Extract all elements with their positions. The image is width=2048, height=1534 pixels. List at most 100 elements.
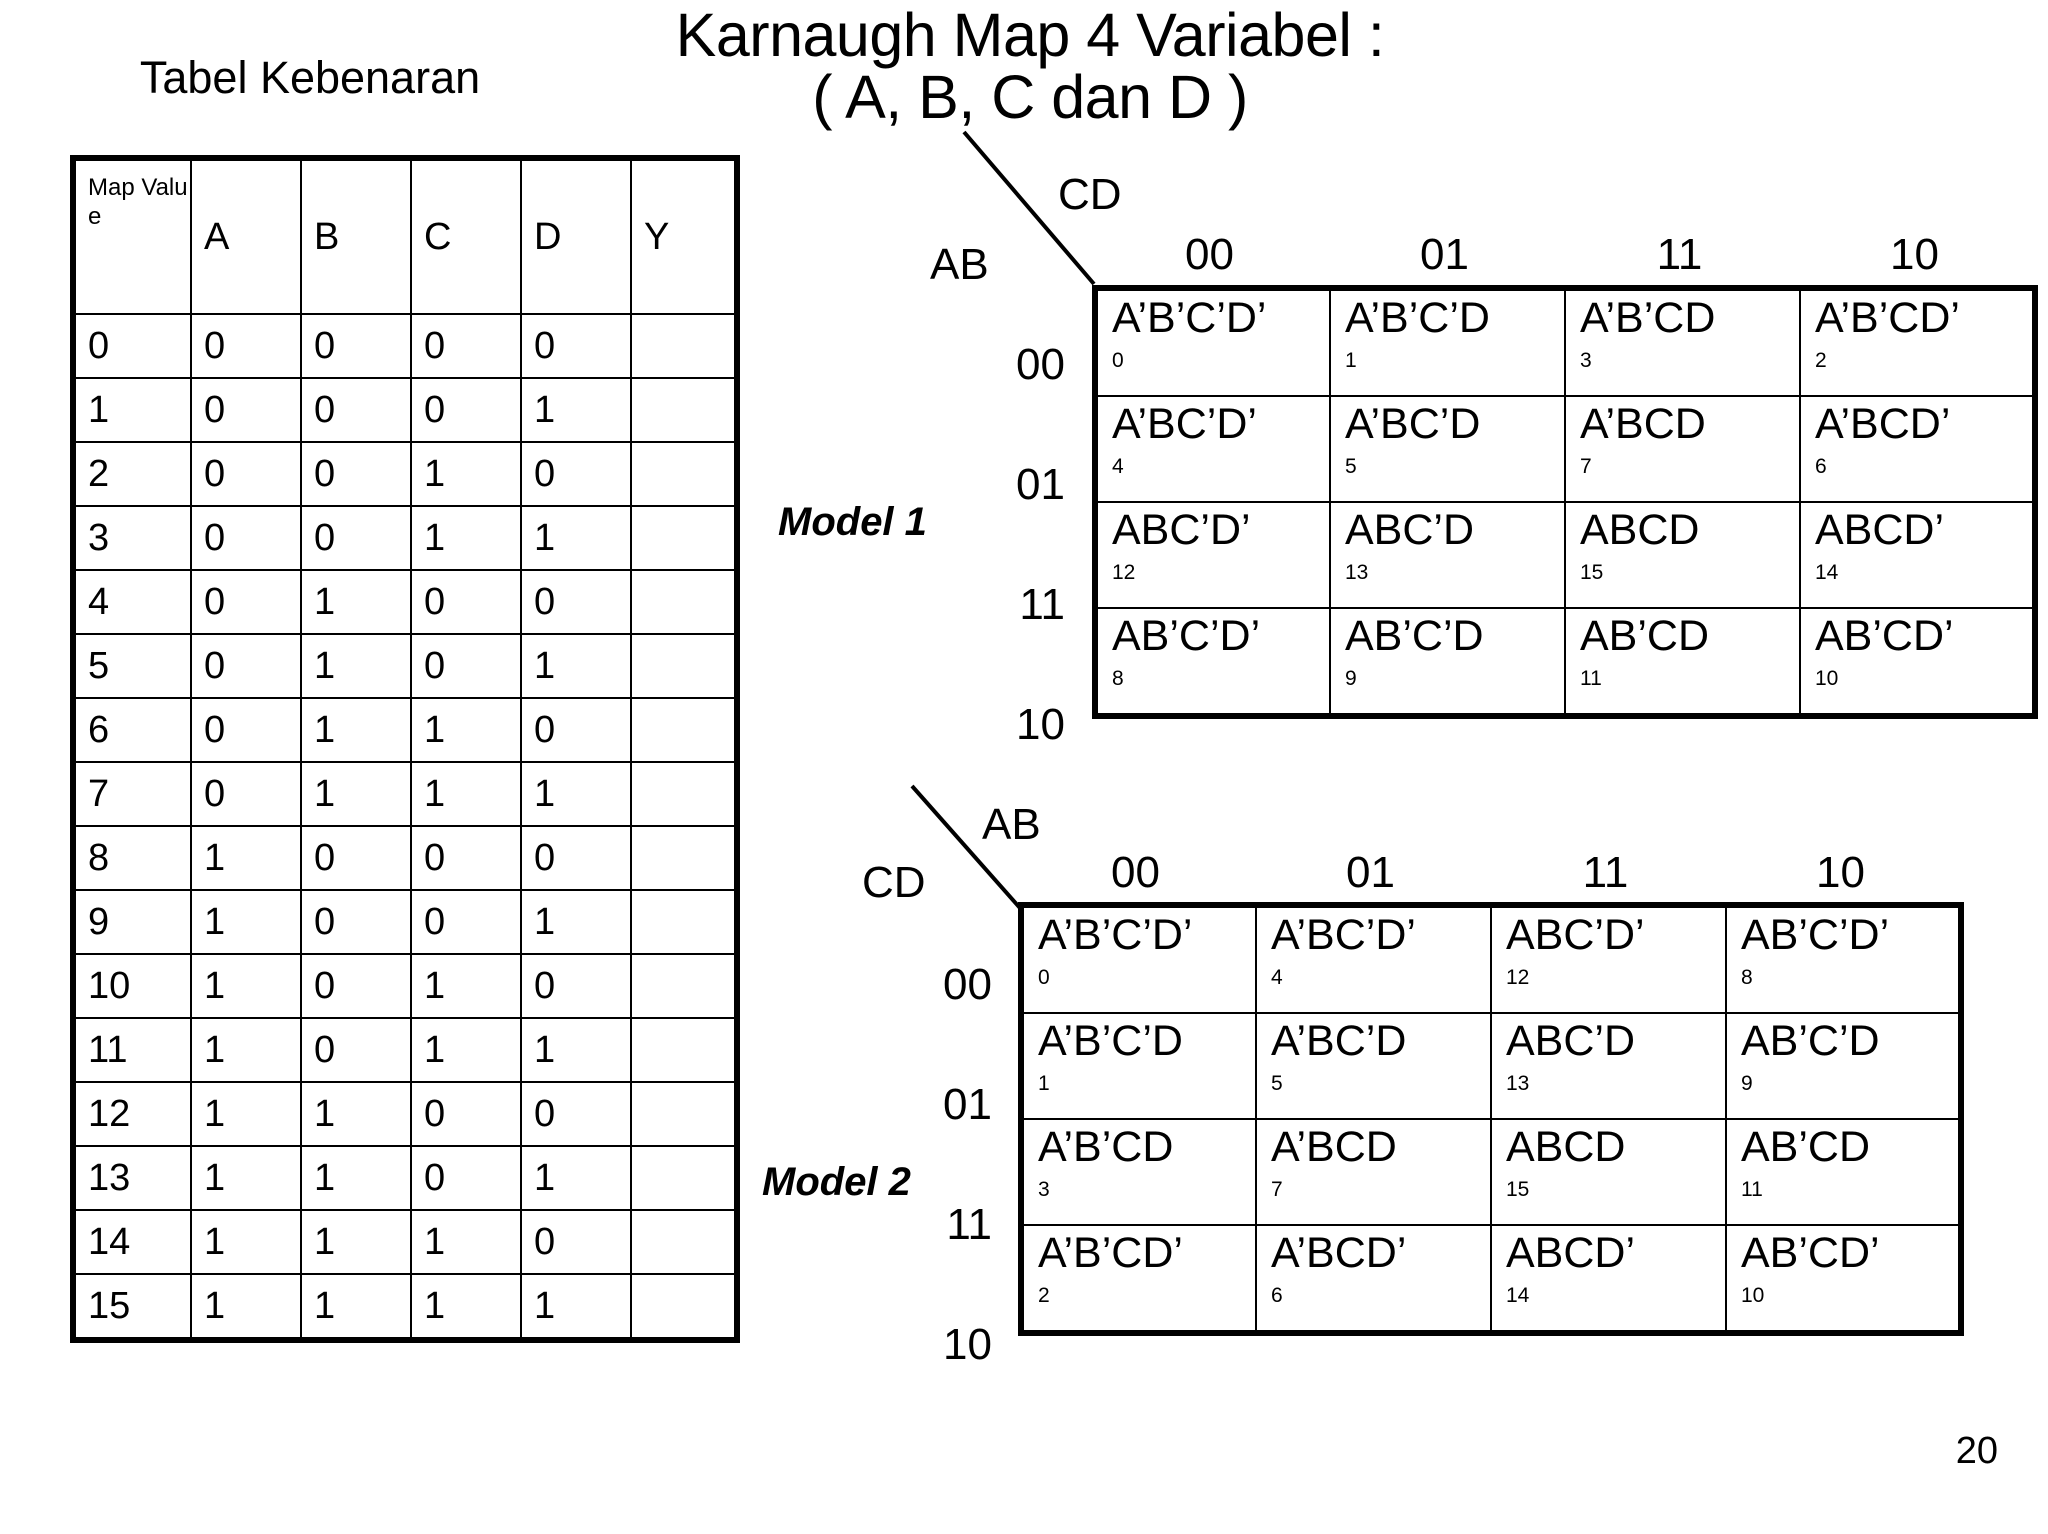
cell-a: 0 — [190, 633, 302, 699]
cell-a: 1 — [190, 1273, 302, 1341]
kmap-model-1-col-axis-label: CD — [1058, 170, 1122, 219]
column-header-d: D — [520, 157, 632, 315]
cell-d: 1 — [520, 1017, 632, 1083]
kmap-cell-minterm-index: 7 — [1580, 455, 1592, 478]
kmap-cell-term: A’BC’D — [1271, 1017, 1407, 1065]
kmap-model-2-col-axis-label: AB — [982, 800, 1041, 849]
kmap-model-1-label: Model 1 — [778, 500, 927, 544]
kmap-model-2-label: Model 2 — [762, 1160, 911, 1204]
cell-d: 0 — [520, 441, 632, 507]
kmap-cell-minterm-index: 12 — [1506, 966, 1530, 989]
cell-y — [630, 761, 738, 827]
cell-b: 1 — [300, 1273, 412, 1341]
cell-c: 1 — [410, 1209, 522, 1275]
cell-d: 1 — [520, 1145, 632, 1211]
kmap-model-1-axis-divider-icon — [962, 130, 1096, 286]
truth-table-header-row: Map Value A B C D Y — [72, 157, 738, 315]
cell-y — [630, 1209, 738, 1275]
cell-map-value: 0 — [72, 313, 192, 379]
kmap-cell-minterm-index: 4 — [1271, 966, 1283, 989]
kmap-cell: A’B’CD’2 — [1020, 1224, 1257, 1334]
cell-c: 1 — [410, 1017, 522, 1083]
cell-d: 1 — [520, 633, 632, 699]
cell-b: 0 — [300, 505, 412, 571]
kmap-model-2-row-header-2: 11 — [946, 1200, 992, 1249]
cell-d: 0 — [520, 1081, 632, 1147]
kmap-model-1-row-header-2: 11 — [1019, 580, 1065, 629]
kmap-model-2-row-header-1: 01 — [943, 1080, 992, 1129]
cell-a: 0 — [190, 569, 302, 635]
kmap-cell: A’B’C’D’0 — [1094, 287, 1331, 397]
cell-map-value: 1 — [72, 377, 192, 443]
cell-d: 0 — [520, 825, 632, 891]
cell-a: 1 — [190, 1145, 302, 1211]
cell-c: 1 — [410, 1273, 522, 1341]
kmap-cell-minterm-index: 3 — [1038, 1178, 1050, 1201]
cell-a: 0 — [190, 761, 302, 827]
cell-c: 1 — [410, 697, 522, 763]
kmap-cell-term: A’B’CD’ — [1038, 1229, 1183, 1277]
cell-d: 0 — [520, 313, 632, 379]
cell-b: 0 — [300, 313, 412, 379]
kmap-cell: AB’C’D’8 — [1725, 904, 1962, 1014]
kmap-cell-term: A’B’CD — [1038, 1123, 1174, 1171]
kmap-cell-minterm-index: 8 — [1112, 667, 1124, 690]
kmap-cell-term: A’B’C’D — [1038, 1017, 1183, 1065]
kmap-cell-minterm-index: 1 — [1345, 349, 1357, 372]
kmap-cell-term: A’B’C’D — [1345, 294, 1490, 342]
kmap-cell-term: AB’CD — [1741, 1123, 1871, 1171]
page-title: Karnaugh Map 4 Variabel : ( A, B, C dan … — [640, 4, 1420, 129]
kmap-cell-minterm-index: 3 — [1580, 349, 1592, 372]
cell-b: 1 — [300, 633, 412, 699]
cell-b: 0 — [300, 953, 412, 1019]
cell-c: 1 — [410, 953, 522, 1019]
truth-table-caption: Tabel Kebenaran — [139, 52, 481, 103]
kmap-cell-minterm-index: 6 — [1815, 455, 1827, 478]
cell-y — [630, 569, 738, 635]
cell-c: 1 — [410, 761, 522, 827]
cell-c: 0 — [410, 825, 522, 891]
kmap-cell-term: AB’CD — [1580, 612, 1710, 660]
cell-c: 0 — [410, 889, 522, 955]
kmap-cell-minterm-index: 7 — [1271, 1178, 1283, 1201]
cell-map-value: 6 — [72, 697, 192, 763]
cell-map-value: 4 — [72, 569, 192, 635]
kmap-cell-minterm-index: 14 — [1506, 1284, 1530, 1307]
cell-y — [630, 505, 738, 571]
kmap-cell-term: ABC’D — [1506, 1017, 1636, 1065]
cell-a: 0 — [190, 377, 302, 443]
kmap-cell: A’B’C’D’0 — [1020, 904, 1257, 1014]
cell-b: 1 — [300, 697, 412, 763]
kmap-cell-term: AB’C’D — [1741, 1017, 1880, 1065]
cell-a: 0 — [190, 505, 302, 571]
kmap-cell-term: A’BCD’ — [1815, 400, 1951, 448]
page-number: 20 — [1955, 1430, 1998, 1472]
kmap-cell-minterm-index: 5 — [1271, 1072, 1283, 1095]
cell-y — [630, 633, 738, 699]
cell-map-value: 14 — [72, 1209, 192, 1275]
cell-a: 1 — [190, 1209, 302, 1275]
